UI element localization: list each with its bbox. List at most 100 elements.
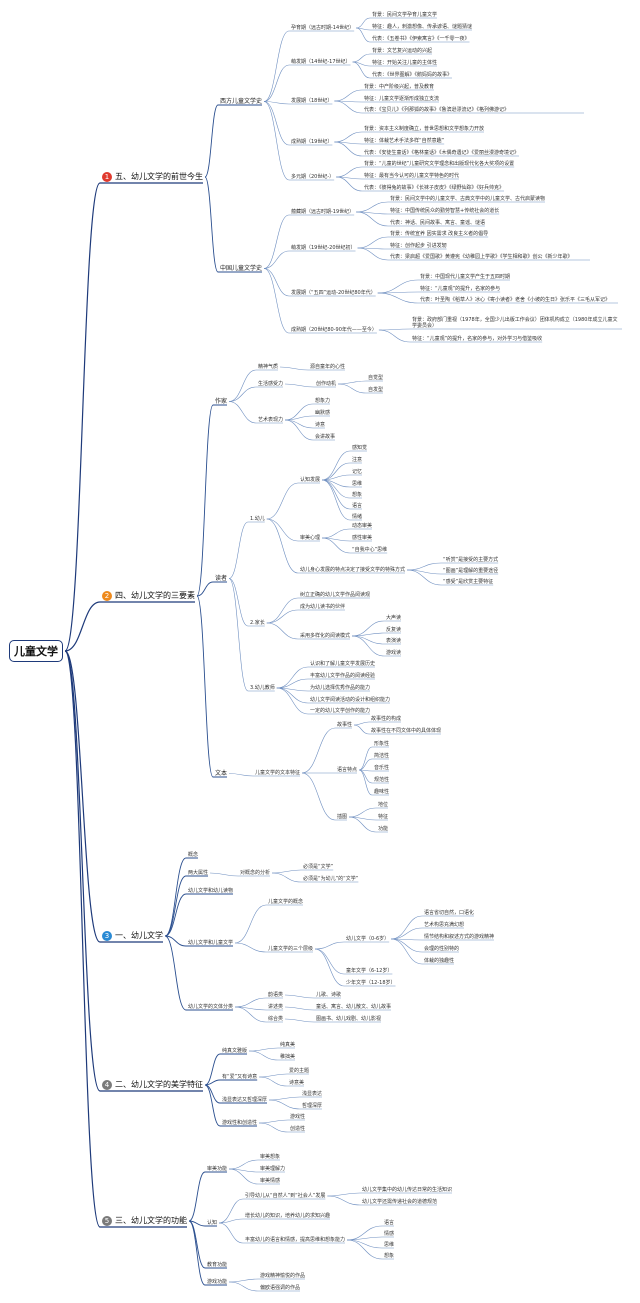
- node-w1c: 代表：《五卷书》《伊索寓言》《一千零一夜》: [372, 36, 470, 42]
- connector-77: [266, 622, 351, 640]
- branch-history[interactable]: 1 五、幼儿文学的前世今生: [102, 171, 203, 183]
- node-w5[interactable]: 多元期（20世纪-）: [291, 174, 335, 180]
- node-author[interactable]: 作家: [215, 398, 228, 405]
- node-g4b[interactable]: 儿童文学的三个层级: [268, 946, 314, 952]
- node-g5a[interactable]: 韵语类: [268, 992, 284, 998]
- node-m2[interactable]: 有“爱”又有诗意: [222, 1074, 258, 1080]
- connector-55: [285, 419, 336, 441]
- node-g2[interactable]: 两大属性: [188, 870, 209, 876]
- node-m4[interactable]: 游戏性和创造性: [222, 1120, 258, 1126]
- node-g2a1: 必须是“文学”: [303, 864, 334, 870]
- branch-children-literature[interactable]: 3 一、幼儿文学: [102, 930, 163, 942]
- connector-51: [338, 383, 384, 394]
- node-g4b1c: 情节结构和叙述方式的游戏精神: [424, 934, 495, 940]
- connector-154: [229, 1281, 301, 1292]
- node-k1b[interactable]: 审美心理: [300, 535, 321, 541]
- node-g4[interactable]: 幼儿文学和儿童文学: [188, 940, 234, 946]
- node-k1a6: 语言: [352, 503, 363, 509]
- node-c3[interactable]: 发展期（“五四”运动-20世纪80年代）: [291, 290, 376, 296]
- connector-68: [321, 479, 363, 521]
- node-reader[interactable]: 读者: [215, 575, 228, 582]
- node-t1[interactable]: 儿童文学的文本特征: [255, 770, 301, 776]
- node-c4[interactable]: 成熟期（20世纪80-90年代——至今）: [291, 327, 377, 333]
- node-f1[interactable]: 审美功能: [207, 1166, 228, 1172]
- node-g5[interactable]: 幼儿文学的文体分类: [188, 1004, 234, 1010]
- node-f3[interactable]: 教育功能: [207, 1262, 228, 1268]
- connector-119: [235, 997, 284, 1008]
- node-f2[interactable]: 认知: [207, 1220, 218, 1226]
- node-k3[interactable]: 3.幼儿教师: [250, 685, 275, 691]
- node-t1a[interactable]: 故事性: [337, 722, 353, 728]
- connector-98: [349, 807, 389, 818]
- node-g3[interactable]: 幼儿文学和幼儿读物: [188, 888, 234, 894]
- node-a3[interactable]: 艺术表现力: [258, 417, 284, 423]
- node-w3c: 代表：《宝贝儿》《列那狐的故事》《鲁滨逊漂流记》《格列佛游记》: [364, 107, 510, 113]
- node-k1[interactable]: 1.幼儿: [250, 516, 265, 522]
- node-china-history[interactable]: 中国儿童文学史: [220, 265, 263, 272]
- connector-2: [64, 650, 163, 943]
- connector-52: [285, 403, 331, 421]
- connector-27: [263, 214, 355, 269]
- node-k2c1: 大声读: [386, 615, 402, 621]
- node-w1[interactable]: 孕育期（远古时期-14世纪）: [291, 25, 355, 31]
- node-g5b1: 童话、寓言、幼儿散文、幼儿故事: [316, 1004, 392, 1010]
- node-t1b1: 形象性: [374, 741, 390, 747]
- node-f2a[interactable]: 引导幼儿从“自然人”到“社会人”发展: [245, 1193, 326, 1199]
- connector-12: [356, 17, 438, 29]
- node-f4[interactable]: 游戏功能: [207, 1279, 228, 1285]
- node-g4b1[interactable]: 幼儿文学（0-6岁）: [346, 936, 390, 942]
- node-f2a1: 幼儿文学集中的幼儿传达日常的生活知识: [362, 1187, 453, 1193]
- node-text[interactable]: 文本: [215, 770, 228, 777]
- branch-three-elements[interactable]: 2 四、幼儿文学的三要素: [102, 590, 195, 602]
- connector-48: [280, 366, 346, 371]
- node-a3d: 会讲故事: [315, 434, 336, 440]
- node-w3[interactable]: 发展期（18世纪）: [291, 98, 333, 104]
- node-k1c[interactable]: 幼儿身心发展的特点决定了接受文学的特殊方式: [300, 567, 406, 573]
- node-a2a[interactable]: 创作动机: [316, 381, 337, 387]
- node-g5b[interactable]: 讲述类: [268, 1004, 284, 1010]
- node-w2[interactable]: 萌发期（14世纪-17世纪）: [291, 59, 351, 65]
- connector-16: [352, 61, 438, 67]
- node-m3[interactable]: 浅显表达又哲理深厚: [222, 1097, 268, 1103]
- node-f2c3: 思维: [384, 1242, 395, 1248]
- connector-35: [357, 247, 447, 250]
- node-k2a: 树立正确的幼儿文学作品阅读观: [300, 592, 371, 598]
- node-k1a1: 感知觉: [352, 445, 368, 451]
- node-c2[interactable]: 萌发期（19世纪-20世纪初）: [291, 245, 356, 251]
- connector-110: [235, 942, 314, 953]
- node-w5b: 特征：最有当今认可的儿童文学特色的时代: [364, 173, 460, 179]
- branch-aesthetics[interactable]: 4 二、幼儿文学的美学特征: [102, 1079, 203, 1091]
- node-w3b: 特征：儿童文学逐渐形成独立支流: [364, 96, 440, 102]
- node-k2c[interactable]: 采用多样化的阅读模式: [300, 633, 351, 639]
- connector-46: [229, 386, 284, 402]
- connector-105: [164, 935, 234, 1011]
- connector-76: [266, 609, 346, 624]
- node-t1c[interactable]: 插图: [337, 814, 348, 820]
- connector-70: [322, 537, 373, 542]
- connector-9: [264, 101, 333, 105]
- node-m1[interactable]: 纯真文雅版: [222, 1048, 248, 1054]
- connector-41: [378, 329, 543, 343]
- connector-124: [285, 1018, 382, 1023]
- branch-functions[interactable]: 5 三、幼儿文学的功能: [102, 1215, 187, 1227]
- connector-123: [285, 1006, 392, 1011]
- node-g5c[interactable]: 综合类: [268, 1016, 284, 1022]
- connector-10: [263, 101, 333, 146]
- node-f2c[interactable]: 丰富幼儿的语言和情感，提高思维和想象能力: [245, 1237, 346, 1243]
- node-g1[interactable]: 概念: [188, 852, 199, 858]
- connector-1: [64, 601, 195, 652]
- node-k2[interactable]: 2.家长: [250, 620, 265, 626]
- node-t1b[interactable]: 语言特点: [337, 767, 358, 773]
- node-k1a[interactable]: 认知发展: [300, 477, 321, 483]
- node-g2a[interactable]: 对概念的分析: [240, 870, 271, 876]
- node-a2[interactable]: 生活感受力: [258, 381, 284, 387]
- connector-121: [235, 1006, 284, 1023]
- node-w4[interactable]: 成熟期（19世纪）: [291, 139, 333, 145]
- connector-88: [301, 727, 353, 774]
- node-west-history[interactable]: 西方儿童文学史: [220, 98, 263, 105]
- node-a1[interactable]: 精神气质: [258, 364, 279, 370]
- root-node[interactable]: 儿童文学: [9, 640, 63, 662]
- node-c1[interactable]: 蕴藏期（远古时期-19世纪）: [291, 209, 355, 215]
- connector-138: [188, 1220, 218, 1227]
